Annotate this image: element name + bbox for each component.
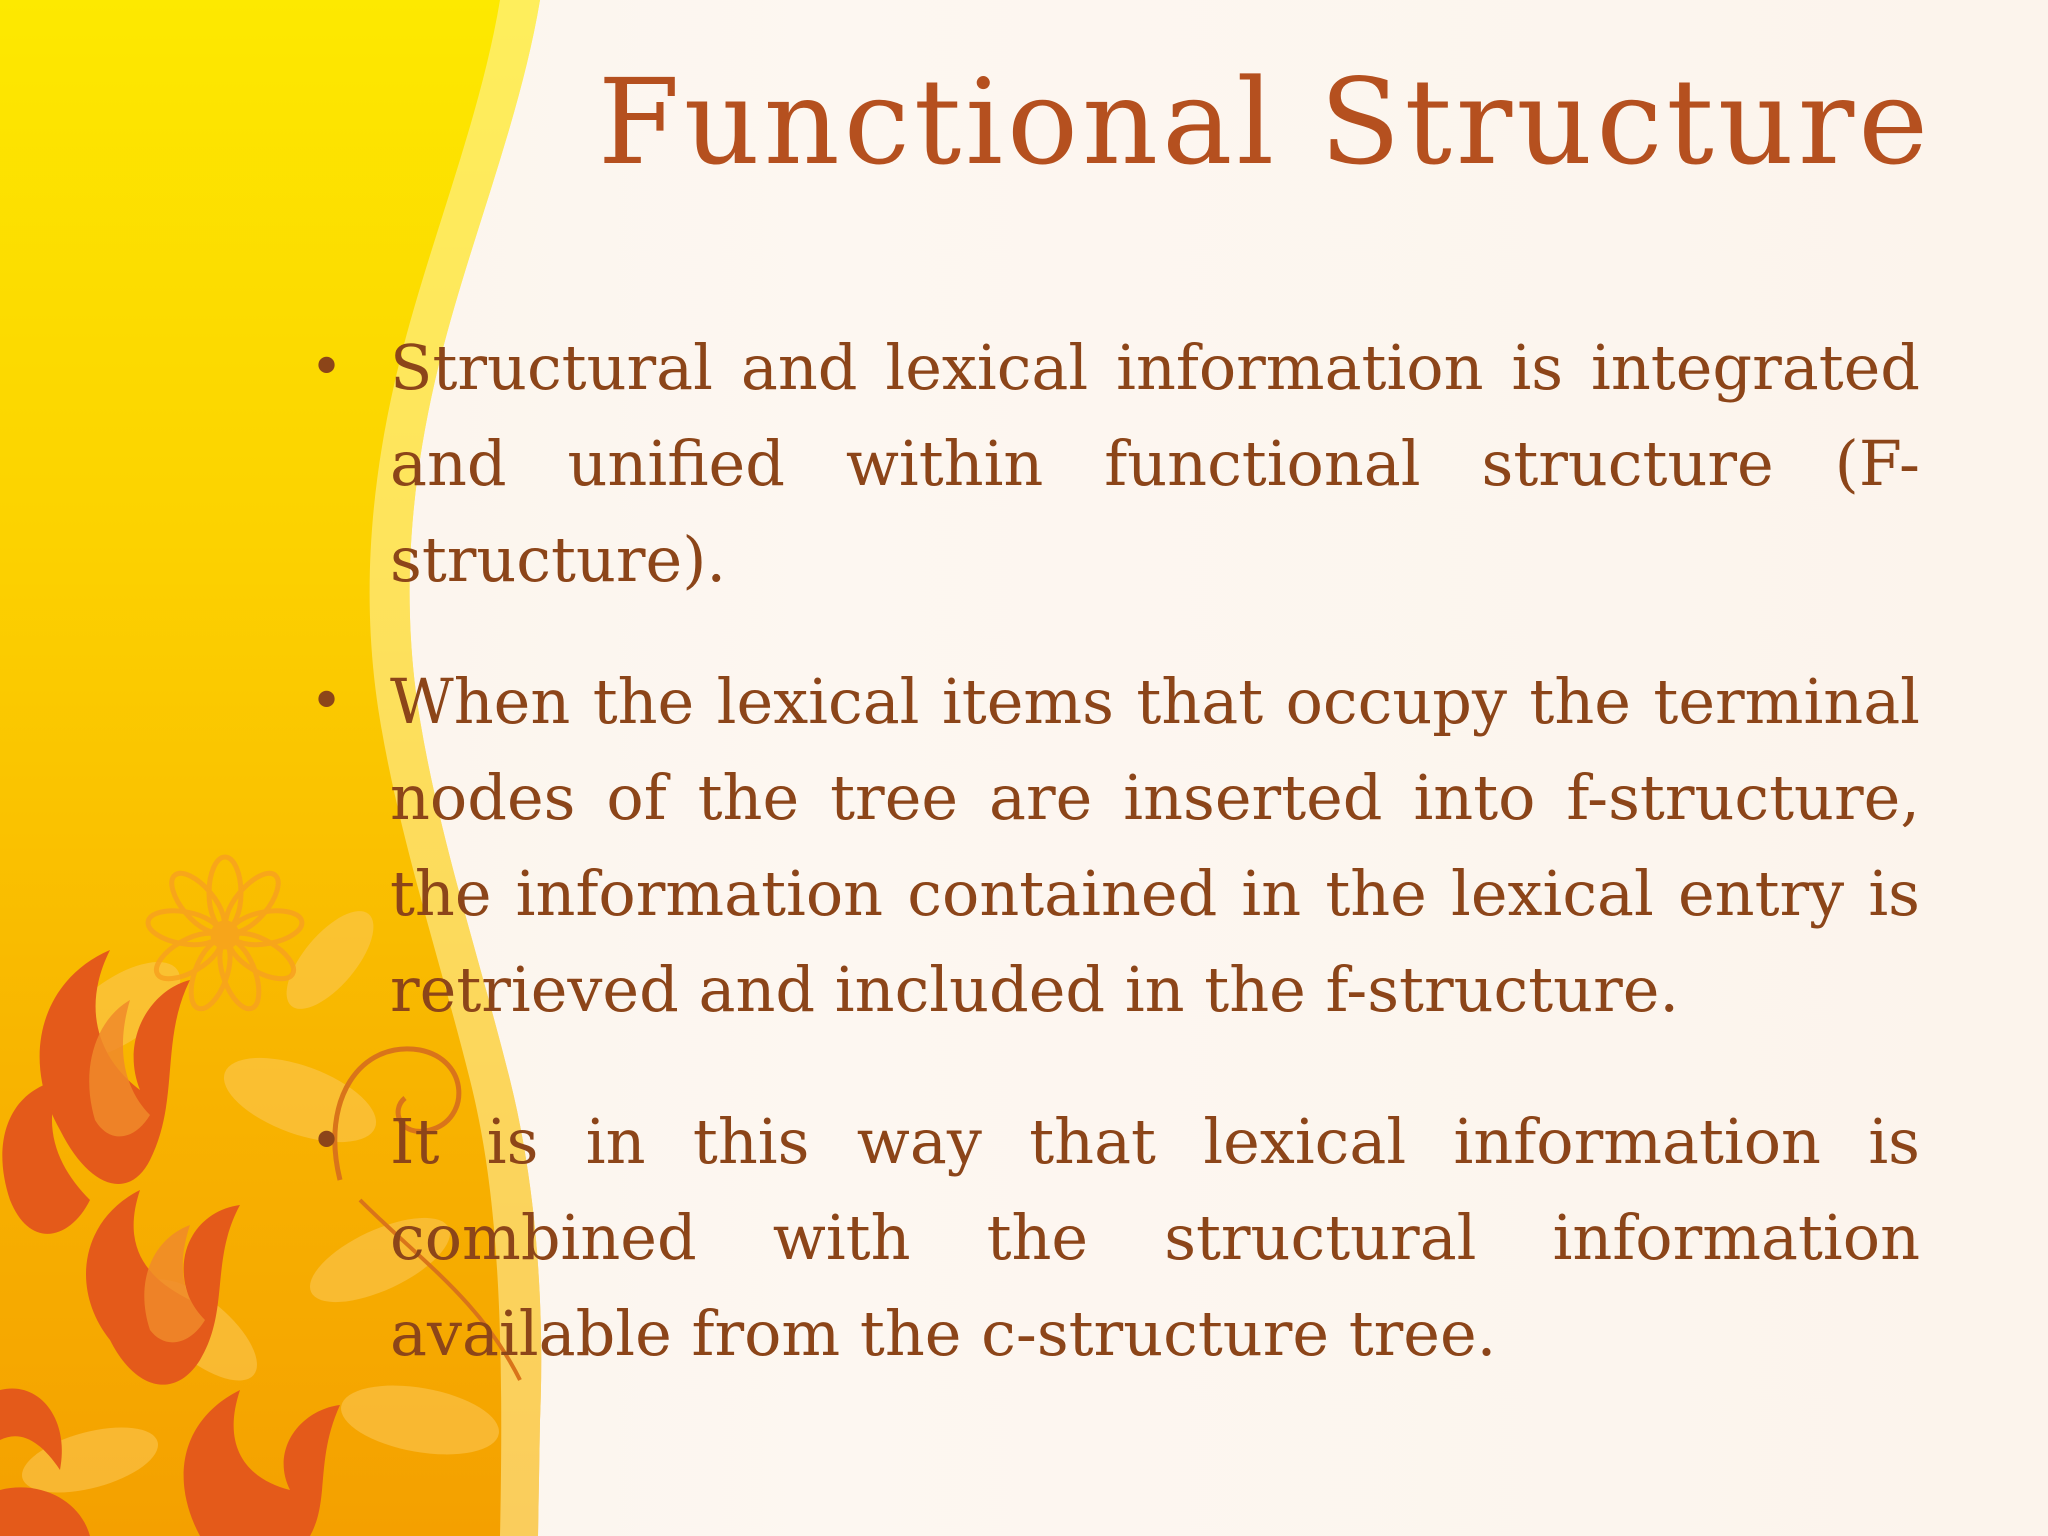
daisy-flower <box>145 854 305 1012</box>
bullet-item-3: It is in this way that lexical informati… <box>300 1094 1920 1382</box>
bullet-item-1: Structural and lexical information is in… <box>300 320 1920 608</box>
bullet-list: Structural and lexical information is in… <box>300 320 1920 1428</box>
slide-title: Functional Structure <box>597 53 1933 191</box>
bullet-item-2: When the lexical items that occupy the t… <box>300 654 1920 1038</box>
flame-leaves <box>0 950 340 1536</box>
